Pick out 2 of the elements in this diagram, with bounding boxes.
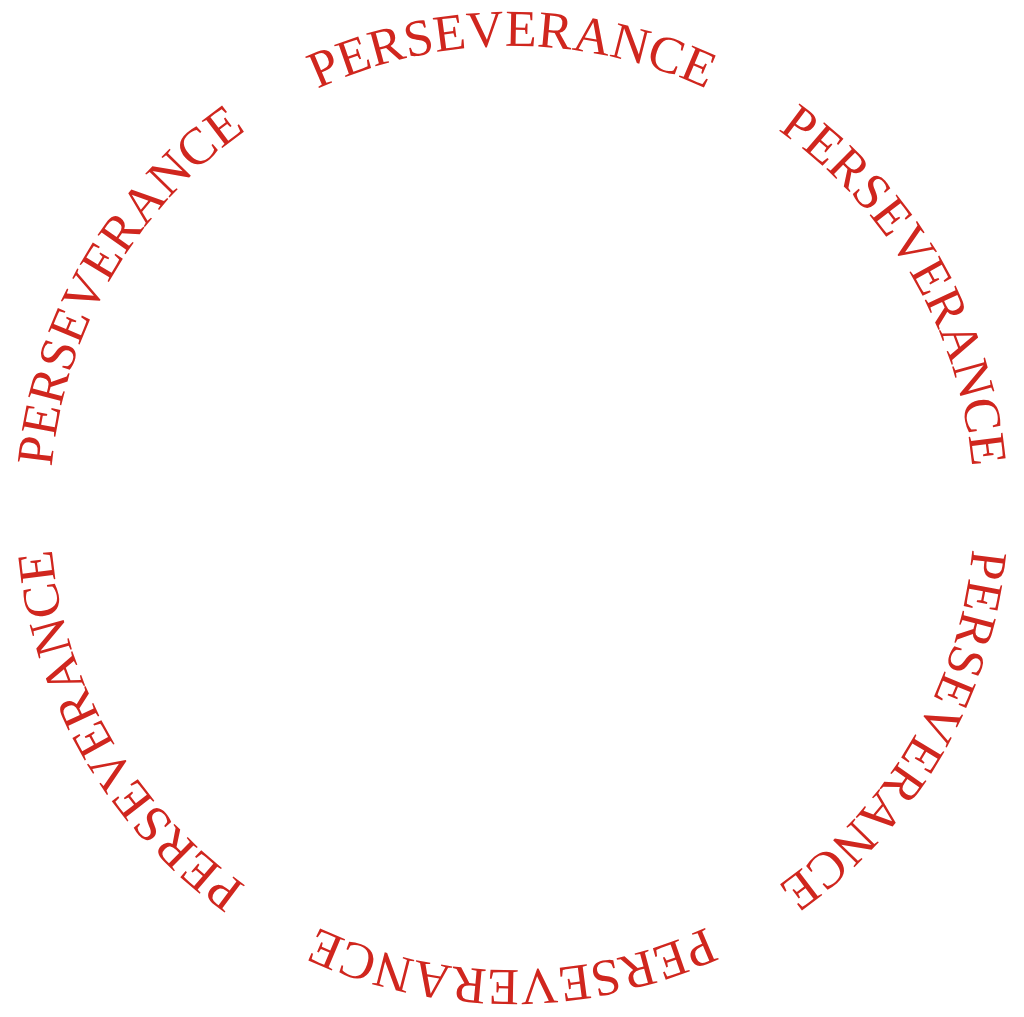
- curved-text: PERSEVERANCE: [299, 0, 725, 99]
- curved-text: PERSEVERANCE: [299, 917, 725, 1017]
